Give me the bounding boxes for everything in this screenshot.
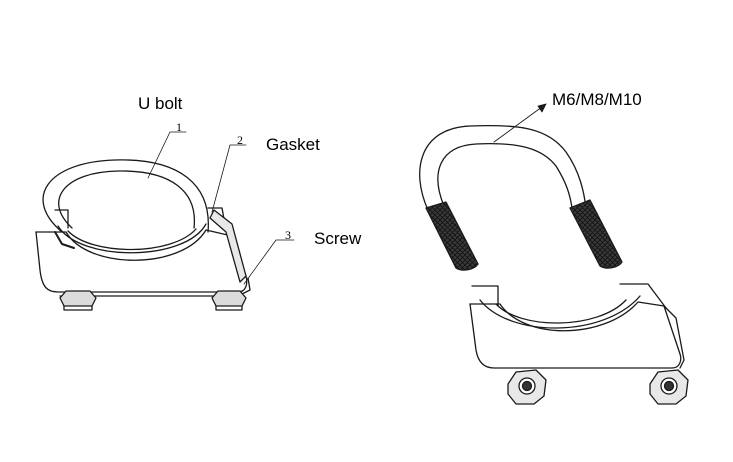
exploded-saddle-seat: [479, 295, 641, 329]
right-thread: [569, 199, 623, 269]
thread-sizes-label: M6/M8/M10: [552, 90, 642, 109]
callout-number-2: 2: [237, 133, 243, 147]
left-nut: [59, 290, 97, 311]
saddle-back-left-flange: [54, 209, 69, 229]
callout-3-leader: [243, 239, 295, 285]
exploded-u-bolt-outer: [419, 124, 587, 211]
u-bolt-outer: [42, 159, 209, 233]
exploded-saddle-front: [469, 303, 682, 369]
exploded-clamp: [419, 103, 689, 405]
callout-number-3: 3: [285, 228, 291, 242]
exploded-right-nut: [649, 369, 689, 405]
screw-label: Screw: [314, 229, 362, 248]
saddle-seat-inner: [67, 228, 197, 251]
assembled-clamp: [35, 131, 295, 311]
gasket-label: Gasket: [266, 135, 320, 154]
callout-1-leader: [147, 131, 187, 179]
exploded-saddle-left-flange: [471, 285, 499, 307]
exploded-u-bolt-inner: [437, 142, 573, 209]
right-nut: [211, 290, 247, 311]
callout-2-leader: [211, 144, 247, 213]
left-thread: [425, 201, 479, 271]
u-bolt-label: U bolt: [138, 94, 183, 113]
exploded-saddle-right-flange: [619, 283, 667, 309]
gasket: [209, 209, 247, 283]
saddle-front-plate: [35, 231, 248, 293]
saddle-front-top: [35, 229, 233, 261]
exploded-left-nut: [507, 369, 547, 405]
thread-size-arrow: [493, 103, 547, 143]
callout-number-1: 1: [176, 120, 182, 134]
u-bolt-inner: [58, 170, 196, 229]
